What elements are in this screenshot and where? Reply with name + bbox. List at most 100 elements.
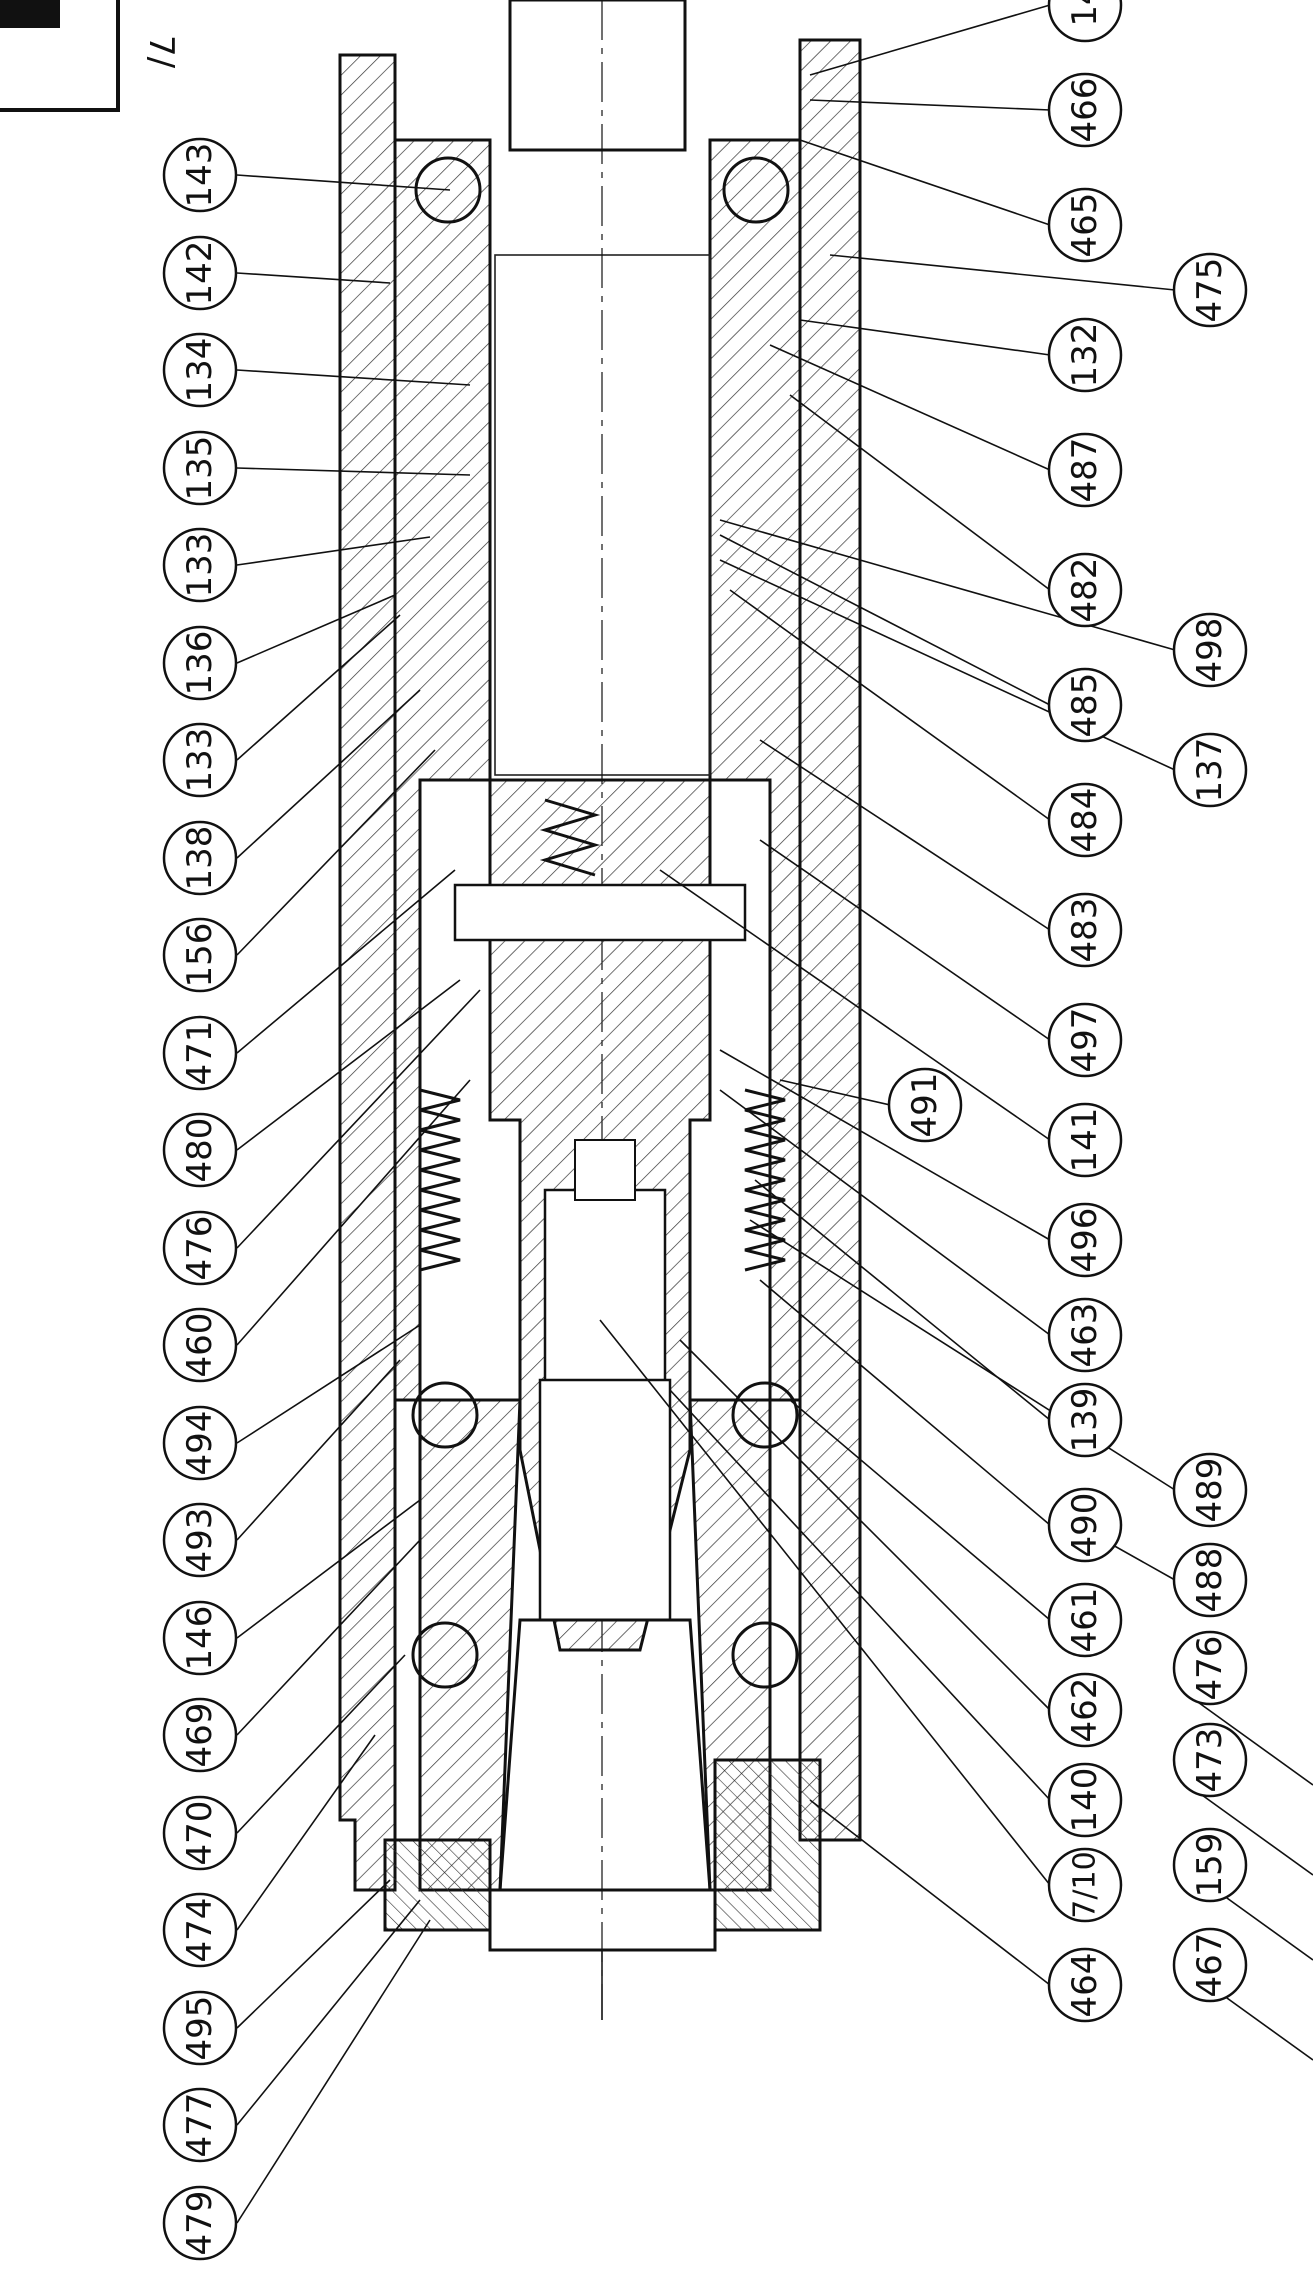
housing [338, 38, 862, 1892]
callout-483: 483 [1047, 892, 1123, 968]
callout-133b: 133 [162, 722, 238, 798]
svg-text:132: 132 [1065, 323, 1105, 388]
svg-text:470: 470 [180, 1801, 220, 1866]
svg-text:487: 487 [1065, 438, 1105, 503]
callout-469: 469 [162, 1697, 238, 1773]
svg-text:7/10: 7/10 [1068, 1851, 1103, 1918]
svg-text:484: 484 [1065, 788, 1105, 853]
callout-461: 461 [1047, 1582, 1123, 1658]
svg-text:461: 461 [1065, 1588, 1105, 1653]
title-block: 7/ [0, 0, 181, 112]
callout-467: 467 [1172, 1927, 1248, 2003]
svg-text:464: 464 [1065, 1953, 1105, 2018]
svg-text:467: 467 [1190, 1933, 1230, 1998]
svg-text:480: 480 [180, 1118, 220, 1183]
callout-464: 464 [1047, 1947, 1123, 2023]
callout-485: 485 [1047, 667, 1123, 743]
svg-text:473: 473 [1190, 1728, 1230, 1793]
callouts-right: 14 466 465 475 132 487 482 498 485 137 4… [599, 0, 1313, 2061]
svg-text:471: 471 [180, 1021, 220, 1086]
callout-489: 489 [1172, 1452, 1248, 1528]
callout-495: 495 [162, 1990, 238, 2066]
bearings [411, 156, 799, 1689]
callout-142: 142 [162, 235, 238, 311]
callout-466: 466 [1047, 72, 1123, 148]
svg-text:495: 495 [180, 1996, 220, 2061]
svg-text:156: 156 [180, 923, 220, 988]
svg-text:14: 14 [1065, 0, 1105, 27]
callout-474: 474 [162, 1892, 238, 1968]
callout-480: 480 [162, 1112, 238, 1188]
callout-136: 136 [162, 625, 238, 701]
svg-text:489: 489 [1190, 1458, 1230, 1523]
callout-465: 465 [1047, 187, 1123, 263]
svg-text:498: 498 [1190, 618, 1230, 683]
svg-text:482: 482 [1065, 558, 1105, 623]
callout-159: 159 [1172, 1827, 1248, 1903]
svg-text:135: 135 [180, 436, 220, 501]
svg-text:496: 496 [1065, 1208, 1105, 1273]
callout-476-right: 476 [1172, 1630, 1248, 1706]
callout-143: 143 [162, 137, 238, 213]
svg-text:479: 479 [180, 2191, 220, 2256]
callout-141: 141 [1047, 1102, 1123, 1178]
svg-text:497: 497 [1065, 1008, 1105, 1073]
callout-482: 482 [1047, 552, 1123, 628]
spindle-body [453, 778, 747, 1652]
svg-text:142: 142 [180, 241, 220, 306]
svg-text:138: 138 [180, 826, 220, 891]
svg-text:476: 476 [1190, 1636, 1230, 1701]
callout-471: 471 [162, 1015, 238, 1091]
svg-text:494: 494 [180, 1411, 220, 1476]
callout-463: 463 [1047, 1297, 1123, 1373]
callout-473: 473 [1172, 1722, 1248, 1798]
callout-7-10: 7/10 [1047, 1847, 1123, 1923]
callout-491: 491 [887, 1067, 963, 1143]
callout-137: 137 [1172, 732, 1248, 808]
callout-134: 134 [162, 332, 238, 408]
svg-text:462: 462 [1065, 1678, 1105, 1743]
svg-text:139: 139 [1065, 1388, 1105, 1453]
svg-text:469: 469 [180, 1703, 220, 1768]
callout-156: 156 [162, 917, 238, 993]
svg-text:465: 465 [1065, 193, 1105, 258]
svg-text:474: 474 [180, 1898, 220, 1963]
callout-139: 139 [1047, 1382, 1123, 1458]
callout-493: 493 [162, 1502, 238, 1578]
svg-text:463: 463 [1065, 1303, 1105, 1368]
callout-460: 460 [162, 1307, 238, 1383]
svg-text:133: 133 [180, 728, 220, 793]
callout-146: 146 [162, 1600, 238, 1676]
bottom-flange [383, 1758, 822, 2020]
svg-text:476: 476 [180, 1216, 220, 1281]
svg-text:134: 134 [180, 338, 220, 403]
svg-text:140: 140 [1065, 1768, 1105, 1833]
callout-138: 138 [162, 820, 238, 896]
svg-text:136: 136 [180, 631, 220, 696]
callout-140: 140 [1047, 1762, 1123, 1838]
svg-text:133: 133 [180, 533, 220, 598]
callout-475: 475 [1172, 252, 1248, 328]
callout-498: 498 [1172, 612, 1248, 688]
svg-text:137: 137 [1190, 738, 1230, 803]
callout-487: 487 [1047, 432, 1123, 508]
svg-text:146: 146 [180, 1606, 220, 1671]
callout-476: 476 [162, 1210, 238, 1286]
callout-132: 132 [1047, 317, 1123, 393]
callout-496: 496 [1047, 1202, 1123, 1278]
callout-484: 484 [1047, 782, 1123, 858]
callout-479: 479 [162, 2185, 238, 2261]
svg-text:488: 488 [1190, 1548, 1230, 1613]
callout-14: 14 [1047, 0, 1123, 43]
callout-470: 470 [162, 1795, 238, 1871]
svg-text:490: 490 [1065, 1493, 1105, 1558]
callout-497: 497 [1047, 1002, 1123, 1078]
callout-490: 490 [1047, 1487, 1123, 1563]
callout-494: 494 [162, 1405, 238, 1481]
callout-462: 462 [1047, 1672, 1123, 1748]
svg-text:477: 477 [180, 2093, 220, 2158]
callouts-left: 143 142 134 135 133 136 133 138 156 471 … [162, 137, 481, 2261]
callout-133: 133 [162, 527, 238, 603]
callout-135: 135 [162, 430, 238, 506]
